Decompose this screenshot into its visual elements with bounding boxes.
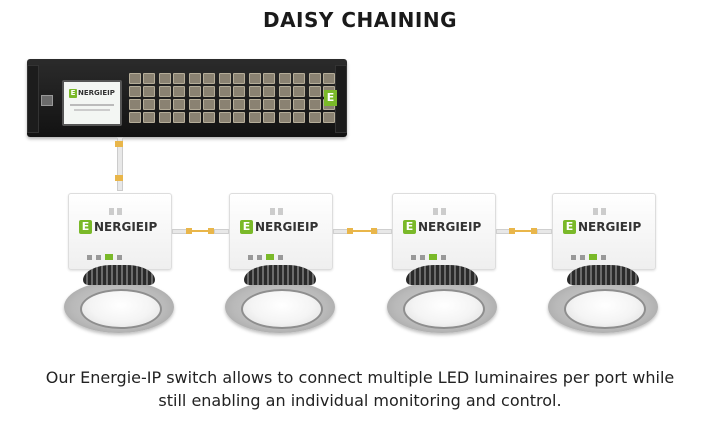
luminaire-controller-2: E NERGIEIP bbox=[229, 193, 333, 270]
daisy-chain-cable-2 bbox=[333, 227, 392, 235]
switch-logo: E NERGIEIP bbox=[69, 88, 115, 98]
brand-e-icon: E bbox=[79, 220, 92, 234]
rack-ear-left bbox=[27, 65, 39, 133]
caption-line-1: Our Energie-IP switch allows to connect … bbox=[45, 368, 675, 387]
energie-ip-switch: E NERGIEIP E bbox=[27, 59, 347, 137]
module-logo: E NERGIEIP bbox=[79, 220, 157, 234]
caption-line-2: still enabling an individual monitoring … bbox=[158, 391, 562, 410]
module-logo: E NERGIEIP bbox=[403, 220, 481, 234]
page-title: DAISY CHAINING bbox=[262, 8, 458, 32]
led-downlight-1 bbox=[64, 265, 174, 335]
led-downlight-4 bbox=[548, 265, 658, 335]
led-downlight-2 bbox=[225, 265, 335, 335]
daisy-chain-cable-3 bbox=[496, 227, 552, 235]
luminaire-controller-1: E NERGIEIP bbox=[68, 193, 172, 270]
brand-e-icon: E bbox=[240, 220, 253, 234]
brand-e-icon: E bbox=[403, 220, 416, 234]
module-logo: E NERGIEIP bbox=[240, 220, 318, 234]
switch-display: E NERGIEIP bbox=[62, 80, 122, 126]
caption-text: Our Energie-IP switch allows to connect … bbox=[0, 366, 720, 412]
brand-badge-icon: E bbox=[324, 90, 337, 106]
luminaire-controller-3: E NERGIEIP bbox=[392, 193, 496, 270]
brand-e-icon: E bbox=[69, 88, 77, 98]
ethernet-port-bank bbox=[129, 73, 335, 125]
daisy-chain-cable-1 bbox=[172, 227, 229, 235]
vertical-cable bbox=[115, 137, 123, 191]
brand-e-icon: E bbox=[563, 220, 576, 234]
uplink-port bbox=[41, 95, 53, 106]
led-downlight-3 bbox=[387, 265, 497, 335]
module-logo: E NERGIEIP bbox=[563, 220, 641, 234]
luminaire-controller-4: E NERGIEIP bbox=[552, 193, 656, 270]
